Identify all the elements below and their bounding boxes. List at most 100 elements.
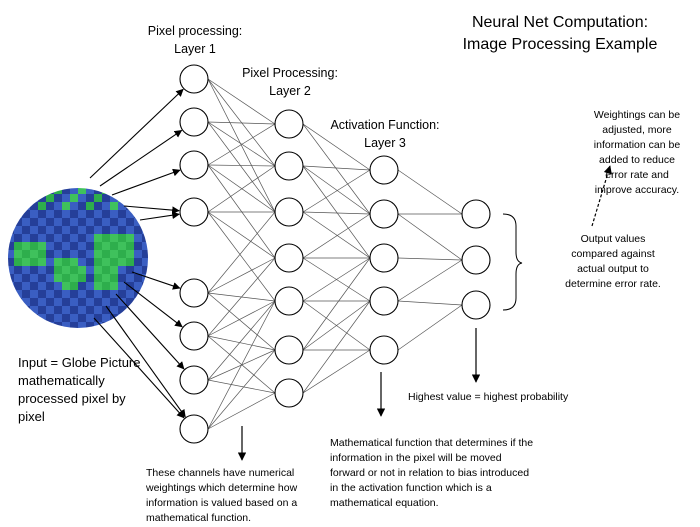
weighting-dashed-arrow xyxy=(591,165,612,227)
globe-pixel xyxy=(22,274,30,282)
connection-line xyxy=(302,257,371,302)
globe-pixel xyxy=(46,226,54,234)
globe-pixel xyxy=(126,258,134,266)
output-note-line-2: compared against xyxy=(571,248,655,260)
globe-pixel xyxy=(78,258,86,266)
globe-pixel xyxy=(46,250,54,258)
globe-pixel xyxy=(142,210,148,218)
globe-pixel xyxy=(62,226,70,234)
connection-line xyxy=(207,257,276,337)
globe-pixel xyxy=(8,188,14,194)
connection-line xyxy=(207,292,276,351)
connection-line xyxy=(207,123,276,166)
globe-pixel xyxy=(38,282,46,290)
globe-pixel xyxy=(78,298,86,306)
globe-pixel xyxy=(62,242,70,250)
activation-note-line-1: Mathematical function that determines if… xyxy=(330,437,534,449)
globe-pixel xyxy=(86,314,94,322)
layer-2-name: Pixel Processing: xyxy=(242,66,338,80)
globe-pixel xyxy=(142,274,148,282)
layer-2-node xyxy=(274,286,304,316)
globe-pixel xyxy=(110,242,118,250)
layer-1-label: Pixel processing: Layer 1 xyxy=(130,22,260,58)
layer-3-node xyxy=(369,155,399,185)
globe-pixel xyxy=(102,202,110,210)
layer-3-node xyxy=(369,243,399,273)
connection-line xyxy=(302,257,371,351)
input-arrow xyxy=(139,211,180,221)
globe-pixel xyxy=(134,226,142,234)
globe-pixel xyxy=(8,202,14,210)
globe-pixel xyxy=(86,188,94,194)
globe-pixel xyxy=(94,274,102,282)
globe-pixel xyxy=(8,226,14,234)
globe-pixel xyxy=(78,282,86,290)
diagram-title: Neural Net Computation: Image Processing… xyxy=(435,12,685,56)
globe-pixel xyxy=(70,274,78,282)
output-note-line-1: Output values xyxy=(580,233,646,245)
globe-pixel xyxy=(110,282,118,290)
layer-1-number: Layer 1 xyxy=(174,42,216,56)
globe-pixel xyxy=(110,194,118,202)
globe-pixel xyxy=(62,202,70,210)
globe-pixel xyxy=(54,188,62,194)
globe-pixel xyxy=(78,202,86,210)
globe-pixel xyxy=(78,226,86,234)
globe-pixel xyxy=(78,322,86,328)
globe-pixel xyxy=(134,250,142,258)
globe-pixel xyxy=(86,250,94,258)
globe-pixel xyxy=(62,210,70,218)
globe-pixel xyxy=(102,274,110,282)
globe-pixel xyxy=(54,242,62,250)
globe-pixel xyxy=(86,258,94,266)
globe-pixel xyxy=(126,314,134,322)
globe-pixel xyxy=(94,314,102,322)
connection-line xyxy=(207,349,276,430)
globe-pixel xyxy=(70,282,78,290)
globe-pixel xyxy=(38,306,46,314)
globe-pixel xyxy=(102,258,110,266)
globe-pixel xyxy=(14,242,22,250)
globe-pixel xyxy=(38,322,46,328)
globe-pixel xyxy=(8,306,14,314)
globe-pixel xyxy=(8,218,14,226)
globe-pixel xyxy=(126,298,134,306)
connection-line xyxy=(302,165,371,259)
globe-pixel xyxy=(70,266,78,274)
globe-pixel xyxy=(70,210,78,218)
globe-pixel xyxy=(46,282,54,290)
globe-pixel xyxy=(110,290,118,298)
connection-line xyxy=(207,257,276,294)
globe-pixel xyxy=(8,322,14,328)
globe-pixel xyxy=(118,298,126,306)
connection-line xyxy=(207,300,276,381)
globe-pixel xyxy=(14,202,22,210)
globe-pixel xyxy=(14,218,22,226)
globe-pixel xyxy=(38,274,46,282)
connection-line xyxy=(397,213,463,261)
globe-pixel xyxy=(86,282,94,290)
globe-pixel xyxy=(110,234,118,242)
globe-pixel xyxy=(118,274,126,282)
connection-line xyxy=(207,121,276,167)
globe-pixel xyxy=(102,314,110,322)
globe-pixel xyxy=(70,194,78,202)
globe-pixel xyxy=(142,188,148,194)
globe-pixel xyxy=(118,314,126,322)
globe-pixel xyxy=(30,282,38,290)
globe-pixel xyxy=(70,226,78,234)
globe-pixel xyxy=(54,314,62,322)
globe-pixel xyxy=(86,226,94,234)
globe-pixel xyxy=(86,290,94,298)
globe-pixel xyxy=(102,298,110,306)
globe-pixel xyxy=(54,290,62,298)
input-arrow xyxy=(123,205,180,214)
globe-pixel xyxy=(46,202,54,210)
globe-pixel xyxy=(70,242,78,250)
globe-pixel xyxy=(62,282,70,290)
weightings-note-line-3: information can be xyxy=(593,139,681,151)
globe-pixel xyxy=(118,282,126,290)
layer-2-node xyxy=(274,151,304,181)
globe-pixel xyxy=(54,306,62,314)
globe-pixel xyxy=(62,306,70,314)
